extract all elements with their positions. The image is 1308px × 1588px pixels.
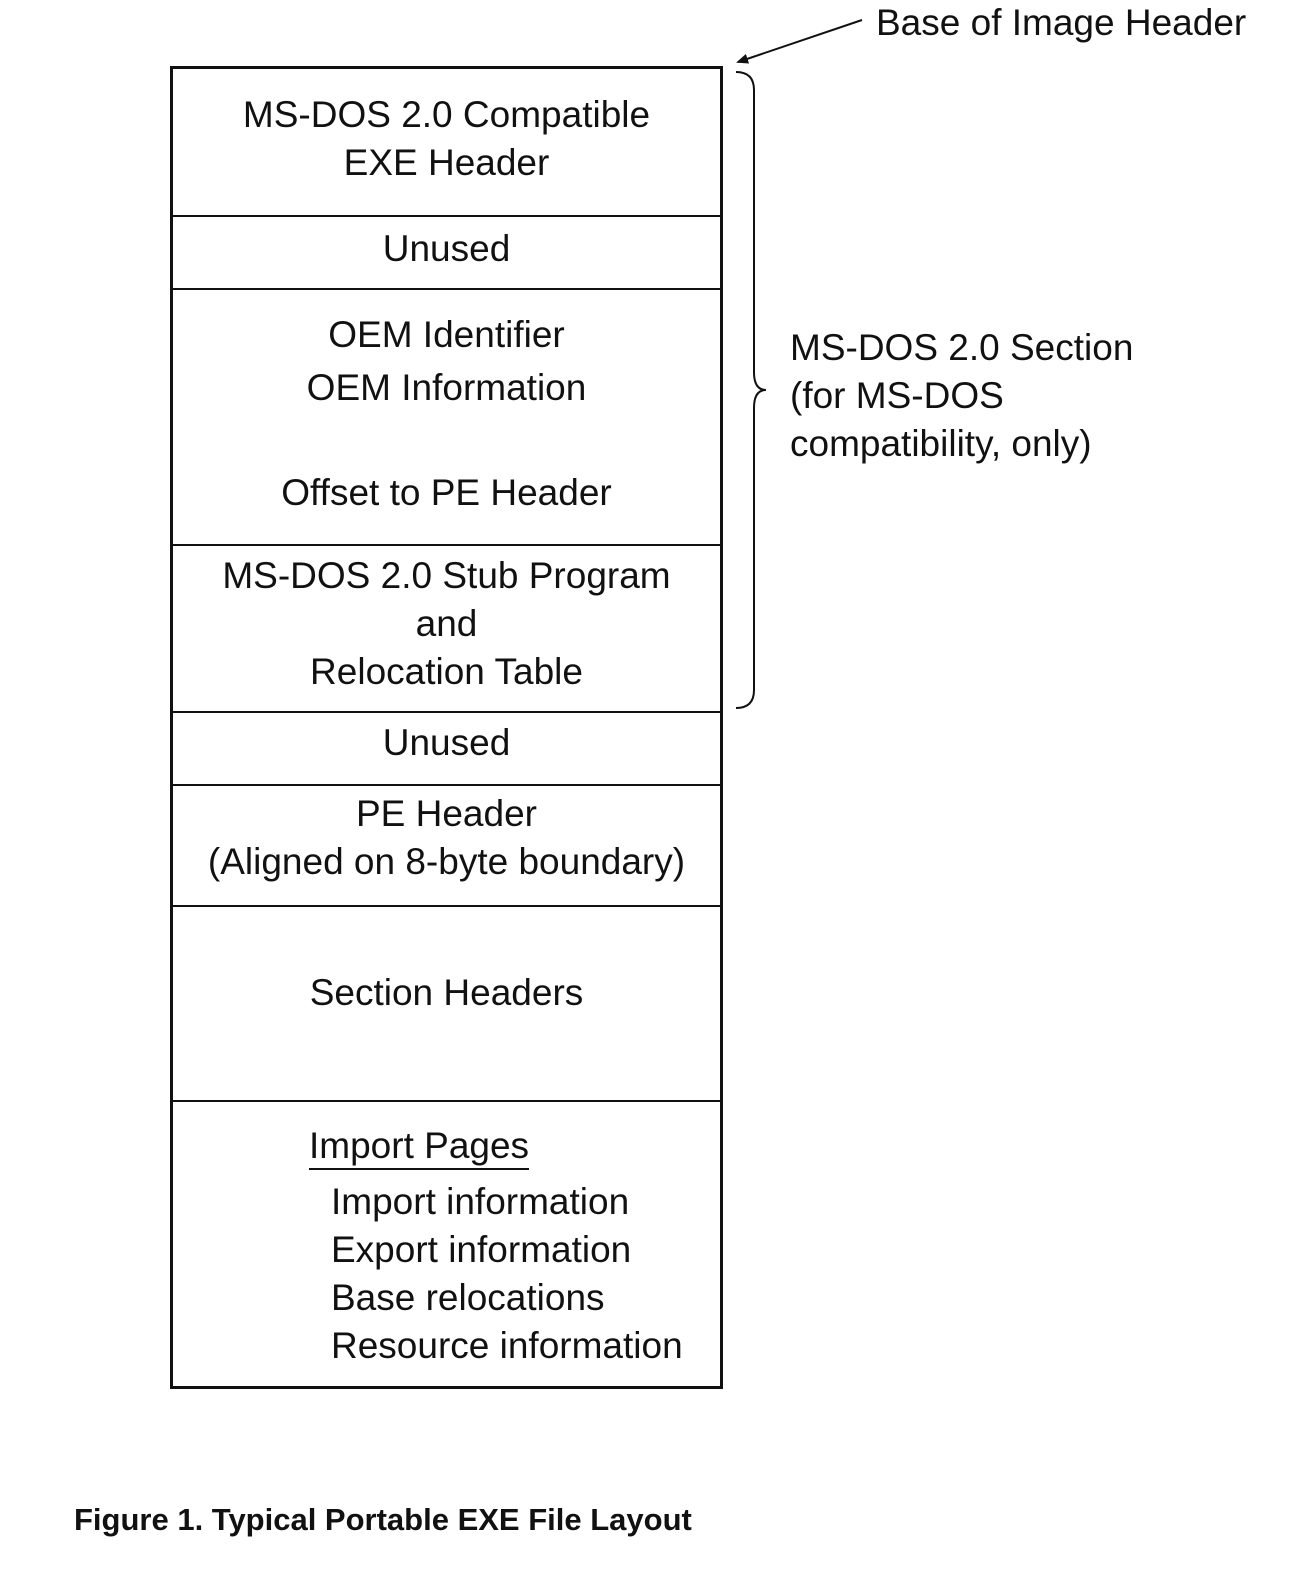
list-item: Import information [331, 1181, 630, 1222]
block-section-headers: Section Headers [173, 905, 720, 1100]
import-pages-title: Import Pages [309, 1124, 530, 1170]
block-line: OEM Information [306, 367, 587, 408]
block-pe-header: PE Header (Aligned on 8-byte boundary) [173, 784, 720, 905]
figure-caption: Figure 1. Typical Portable EXE File Layo… [74, 1502, 692, 1537]
block-import-pages: Import Pages Import information Export i… [173, 1100, 720, 1390]
section-brace [735, 71, 767, 709]
block-line: Unused [382, 722, 511, 763]
msdos-section-label: MS-DOS 2.0 Section (for MS-DOS compatibi… [790, 324, 1133, 468]
block-stub-program: MS-DOS 2.0 Stub Program and Relocation T… [173, 544, 720, 711]
block-line: Unused [382, 228, 511, 269]
base-of-image-header-label: Base of Image Header [876, 2, 1247, 43]
block-line: MS-DOS 2.0 Stub Program [222, 555, 671, 596]
block-unused-1: Unused [173, 215, 720, 288]
list-item: Export information [331, 1229, 632, 1270]
block-line: and [415, 603, 478, 644]
spacer [173, 414, 720, 466]
block-line: EXE Header [343, 142, 550, 183]
block-line: OEM Identifier [328, 314, 565, 355]
base-arrow [736, 19, 863, 64]
file-layout-stack: MS-DOS 2.0 Compatible EXE Header Unused … [170, 66, 723, 1389]
block-line: Section Headers [309, 972, 584, 1013]
block-unused-2: Unused [173, 711, 720, 784]
block-line: Offset to PE Header [281, 472, 612, 513]
block-line: Relocation Table [310, 651, 583, 692]
section-label-line: compatibility, only) [790, 423, 1092, 464]
block-oem-info: OEM Identifier OEM Information Offset to… [173, 288, 720, 544]
block-msdos-exe-header: MS-DOS 2.0 Compatible EXE Header [173, 69, 720, 215]
section-label-line: (for MS-DOS [790, 375, 1004, 416]
section-label-line: MS-DOS 2.0 Section [790, 327, 1134, 368]
block-line: (Aligned on 8-byte boundary) [207, 841, 686, 882]
list-item: Resource information [331, 1325, 683, 1366]
block-line: MS-DOS 2.0 Compatible [242, 94, 651, 135]
import-pages-list: Import information Export information Ba… [331, 1178, 720, 1370]
list-item: Base relocations [331, 1277, 605, 1318]
block-line: PE Header [356, 793, 537, 834]
